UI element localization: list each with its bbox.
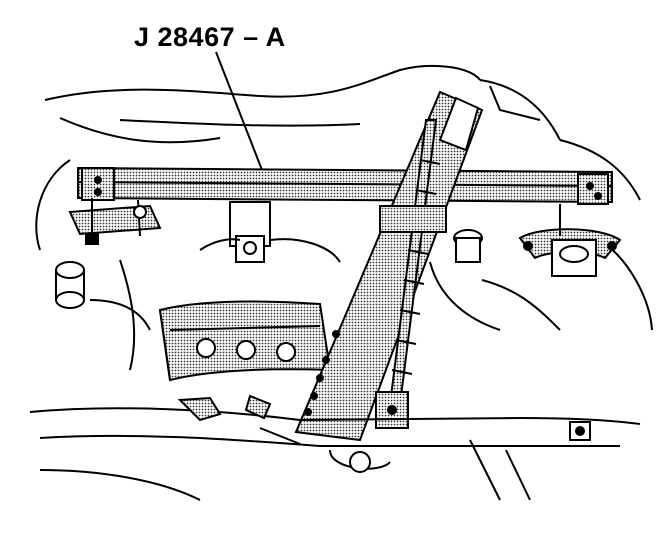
right-support-foot: [518, 204, 622, 277]
threaded-rod: [375, 119, 447, 429]
support-crossbar: [77, 166, 613, 205]
lift-arm: [294, 90, 484, 442]
callout-leader-line: [215, 51, 263, 171]
left-support-foot: [68, 198, 162, 245]
engine-components: [55, 201, 561, 371]
valve-cover: [158, 300, 332, 382]
lower-frame-rail: [29, 394, 641, 501]
tool-callout-label: J 28467 – A: [134, 22, 286, 52]
hood-outline: [35, 64, 653, 331]
